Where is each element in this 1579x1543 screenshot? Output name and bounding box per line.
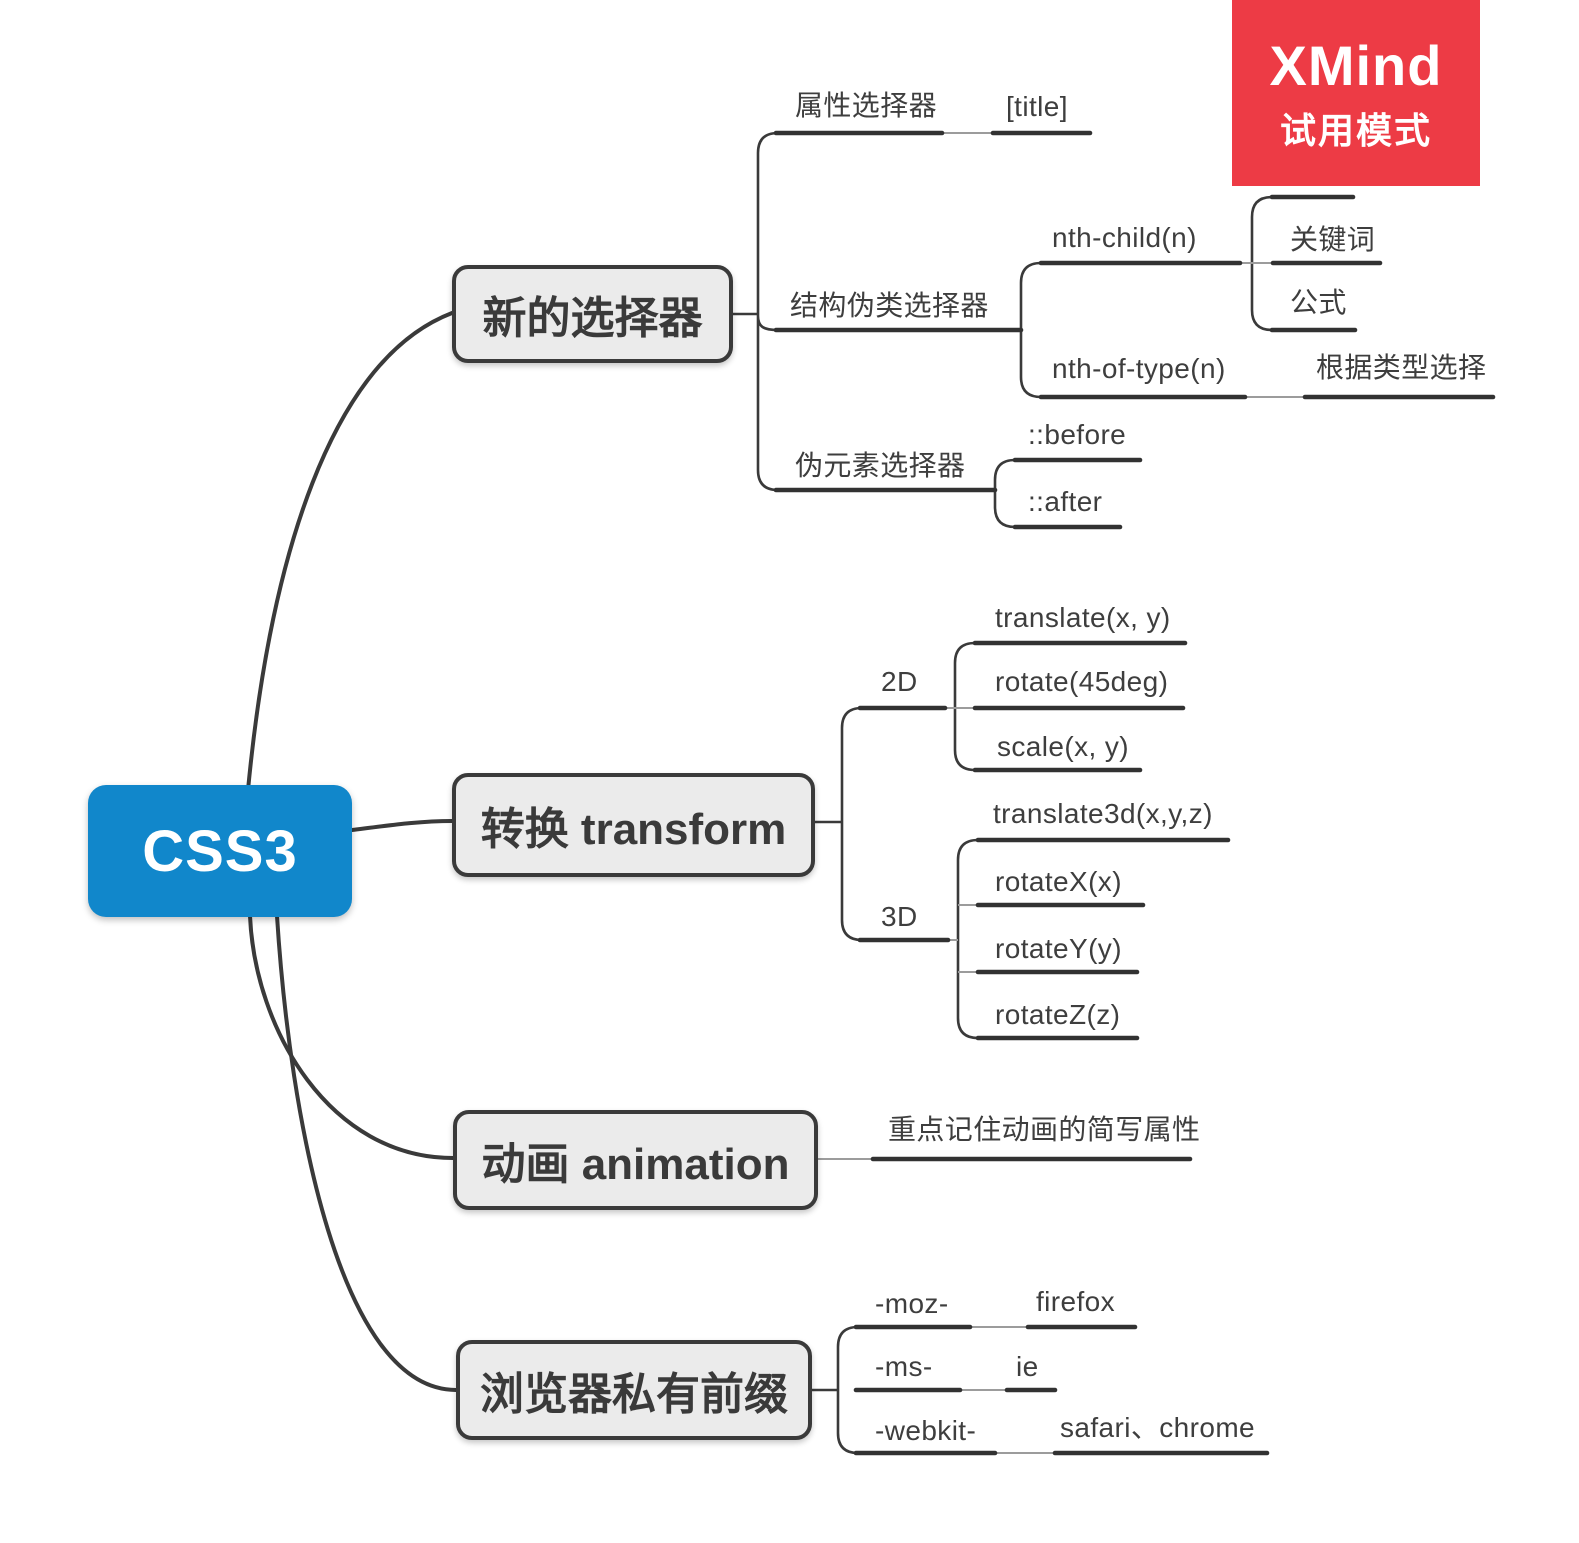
links-selectors (942, 132, 1305, 398)
curve-root-to-selectors (246, 311, 454, 792)
topic-by-type[interactable]: 根据类型选择 (1316, 352, 1487, 383)
branch-transform[interactable]: 转换 transform (452, 773, 815, 877)
root-branch-curves (246, 311, 458, 1392)
topic-translate3d[interactable]: translate3d(x,y,z) (993, 798, 1213, 829)
curve-root-to-animation (248, 914, 455, 1160)
topic-pseudo-element[interactable]: 伪元素选择器 (795, 450, 966, 481)
topic-3d[interactable]: 3D (881, 901, 918, 932)
topic-ie[interactable]: ie (1016, 1351, 1039, 1382)
topic-underlines (773, 130, 1496, 1456)
bracket-prefix (810, 1325, 860, 1455)
topic-2d[interactable]: 2D (881, 666, 918, 697)
topic-keyword[interactable]: 关键词 (1290, 224, 1376, 255)
topic-moz[interactable]: -moz- (875, 1288, 949, 1319)
topic-rotatey[interactable]: rotateY(y) (995, 933, 1122, 964)
links-transform (945, 707, 978, 973)
topic-after[interactable]: ::after (1028, 486, 1103, 517)
root-topic-css3[interactable]: CSS3 (88, 785, 352, 917)
topic-firefox[interactable]: firefox (1036, 1286, 1116, 1317)
xmind-trial-badge[interactable]: XMind 试用模式 (1232, 0, 1480, 186)
topic-scale[interactable]: scale(x, y) (997, 731, 1129, 762)
topic-safari-chrome[interactable]: safari、chrome (1060, 1412, 1256, 1443)
topic-translate[interactable]: translate(x, y) (995, 602, 1171, 633)
topic-struct-pseudo[interactable]: 结构伪类选择器 (790, 290, 989, 321)
links-prefix (960, 1326, 1055, 1454)
topic-rotate[interactable]: rotate(45deg) (995, 666, 1169, 697)
topic-title-attr[interactable]: [title] (1006, 91, 1068, 122)
topic-rotatex[interactable]: rotateX(x) (995, 866, 1122, 897)
topic-ms[interactable]: -ms- (875, 1351, 933, 1382)
topic-shorthand-note[interactable]: 重点记住动画的简写属性 (888, 1114, 1201, 1145)
curve-root-to-prefix (275, 914, 458, 1392)
branch-animation[interactable]: 动画 animation (453, 1110, 818, 1210)
topic-nth-child[interactable]: nth-child(n) (1052, 222, 1197, 253)
bracket-transform (813, 641, 980, 1040)
topic-before[interactable]: ::before (1028, 419, 1127, 450)
xmind-logo-text: XMind (1269, 33, 1443, 97)
branch-new-selectors[interactable]: 新的选择器 (452, 265, 733, 363)
curve-root-to-transform (350, 819, 454, 832)
topic-webkit[interactable]: -webkit- (875, 1415, 977, 1446)
topic-rotatez[interactable]: rotateZ(z) (995, 999, 1121, 1030)
branch-vendor-prefix[interactable]: 浏览器私有前缀 (456, 1340, 812, 1440)
trial-mode-label: 试用模式 (1279, 109, 1432, 151)
topic-nth-of-type[interactable]: nth-of-type(n) (1052, 353, 1226, 384)
link-segments (818, 132, 1305, 1454)
topic-attr-selector[interactable]: 属性选择器 (795, 90, 938, 121)
topic-formula[interactable]: 公式 (1290, 287, 1347, 318)
